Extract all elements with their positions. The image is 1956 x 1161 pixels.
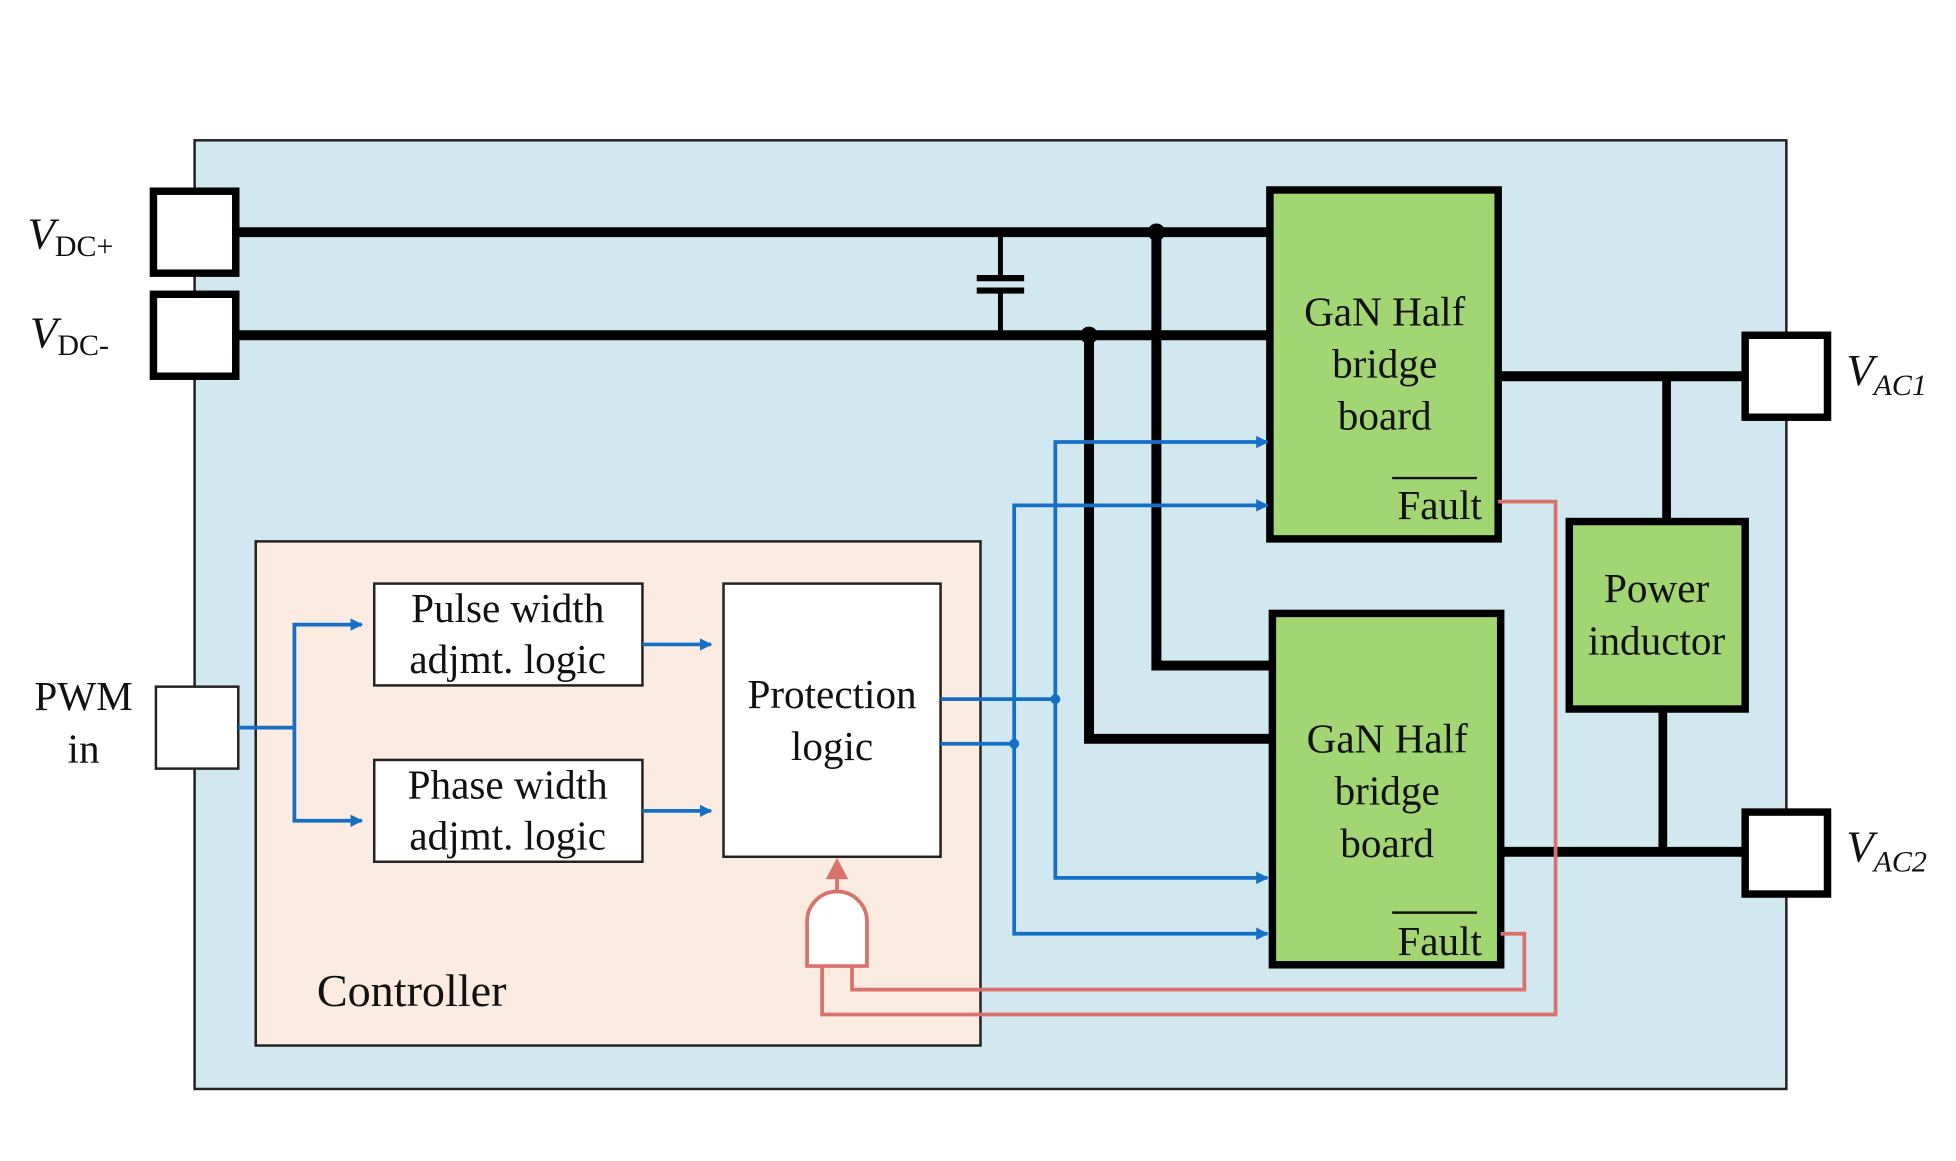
svg-text:inductor: inductor bbox=[1588, 617, 1725, 663]
vdc-plus-terminal bbox=[149, 187, 240, 277]
and-gate-icon bbox=[805, 858, 869, 968]
svg-text:board: board bbox=[1338, 393, 1432, 439]
svg-text:Protection: Protection bbox=[747, 671, 916, 717]
vac1-label: VAC1 bbox=[1846, 345, 1927, 402]
junction-dot bbox=[1050, 694, 1061, 705]
vac1-terminal bbox=[1741, 331, 1832, 421]
bus-taps bbox=[1080, 223, 1273, 744]
pulse-width-logic: Pulse width adjmt. logic bbox=[372, 582, 644, 687]
pwm-in-label-line1: PWM bbox=[34, 673, 132, 719]
gan-board-top: GaN Half bridge board Fault bbox=[1266, 186, 1502, 543]
svg-text:bridge: bridge bbox=[1335, 768, 1440, 814]
svg-text:GaN Half: GaN Half bbox=[1307, 716, 1468, 762]
svg-text:Pulse width: Pulse width bbox=[411, 585, 604, 631]
svg-text:GaN Half: GaN Half bbox=[1304, 288, 1465, 334]
controller-label: Controller bbox=[317, 965, 507, 1016]
dc-link-capacitor-icon bbox=[976, 232, 1025, 336]
gan-board-bottom: GaN Half bridge board Fault bbox=[1268, 609, 1505, 969]
fault-label-bottom: Fault bbox=[1397, 918, 1482, 964]
phase-width-logic: Phase width adjmt. logic bbox=[372, 758, 644, 863]
gate-drive-signals bbox=[940, 435, 1269, 940]
fault-label-top: Fault bbox=[1397, 482, 1482, 528]
ac-output-lines bbox=[1498, 371, 1747, 857]
vdc-minus-label: VDC- bbox=[30, 308, 109, 362]
vac2-terminal bbox=[1741, 808, 1832, 898]
protection-logic: Protection logic bbox=[722, 582, 942, 859]
vac2-label: VAC2 bbox=[1846, 822, 1927, 879]
junction-dot bbox=[1009, 738, 1020, 749]
svg-text:Power: Power bbox=[1604, 565, 1709, 611]
svg-text:logic: logic bbox=[791, 723, 873, 769]
svg-text:Phase width: Phase width bbox=[408, 762, 608, 808]
vdc-plus-label: VDC+ bbox=[27, 208, 113, 262]
power-inductor: Power inductor bbox=[1565, 517, 1749, 713]
svg-text:bridge: bridge bbox=[1332, 341, 1437, 387]
vdc-minus-terminal bbox=[149, 290, 240, 380]
svg-text:adjmt. logic: adjmt. logic bbox=[409, 636, 606, 682]
svg-text:adjmt. logic: adjmt. logic bbox=[409, 812, 606, 858]
pwm-in-terminal bbox=[154, 685, 240, 770]
svg-text:board: board bbox=[1340, 820, 1434, 866]
pwm-in-label-line2: in bbox=[68, 725, 100, 771]
fault-feedback-lines bbox=[820, 499, 1558, 1017]
pwm-signal-paths bbox=[238, 618, 713, 827]
